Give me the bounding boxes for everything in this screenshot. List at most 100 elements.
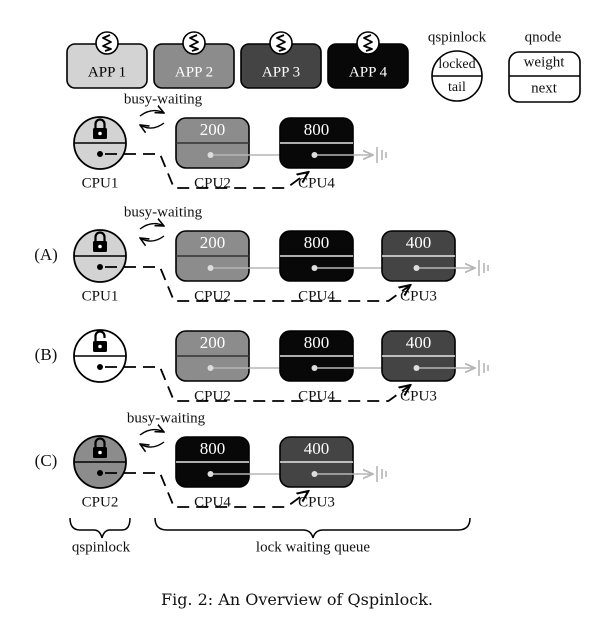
padlock-open-icon: [93, 330, 107, 352]
qnode: 200: [175, 117, 250, 169]
tail-dot: [97, 151, 103, 157]
qnode: 400: [381, 330, 456, 382]
row-marker: (B): [35, 345, 58, 364]
qnode: 400: [381, 230, 456, 282]
qnode-weight: 800: [304, 333, 330, 352]
node-cpu-label: CPU2: [194, 175, 231, 191]
node-cpu-label: CPU4: [194, 494, 231, 510]
next-dot: [207, 471, 214, 477]
queue-rows: CPU1busy-waiting200CPU2800CPU4(A)CPU1bus…: [34, 91, 489, 510]
node-cpu-label: CPU2: [194, 288, 231, 304]
lock-cpu-label: CPU2: [82, 494, 119, 510]
qspinlock-brace: [69, 517, 131, 539]
busy-waiting-label: busy-waiting: [127, 410, 206, 426]
legend-qnode-next: next: [531, 80, 558, 96]
qnode-weight: 200: [200, 233, 226, 252]
busy-arrow-right: [139, 224, 164, 230]
busy-waiting-label: busy-waiting: [124, 91, 203, 107]
busy-arrow-right: [139, 430, 164, 436]
row-marker: (C): [35, 451, 58, 470]
padlock-closed-icon: [93, 231, 107, 252]
queue-brace: [154, 517, 471, 539]
lock-cpu-label: CPU1: [82, 175, 119, 191]
node-cpu-label: CPU3: [400, 288, 437, 304]
null-pointer-icon: [478, 360, 489, 376]
next-dot: [311, 152, 318, 158]
app-label: APP 3: [262, 64, 300, 80]
spring-coil-icon: [356, 31, 380, 55]
tail-pointer: [105, 153, 309, 189]
padlock-closed-icon: [93, 118, 107, 139]
legend-app-1: APP 1: [66, 31, 148, 89]
spring-coil-icon: [269, 31, 293, 55]
qnode: 800: [279, 330, 354, 382]
qnode-weight: 200: [200, 333, 226, 352]
node-cpu-label: CPU4: [298, 175, 335, 191]
next-dot: [311, 265, 318, 271]
tail-pointer: [105, 266, 411, 302]
legend-qnode-title: qnode: [525, 29, 562, 45]
legend-app-2: APP 2: [153, 31, 235, 89]
busy-arrow-right: [139, 111, 164, 117]
legend-qspinlock-locked: locked: [438, 57, 475, 72]
null-pointer-icon: [376, 147, 387, 163]
legend-qnode-weight: weight: [524, 54, 566, 70]
qspinlock-brace-label: qspinlock: [72, 539, 131, 555]
qspinlock-circle: [73, 329, 127, 383]
tail-dot: [97, 470, 103, 476]
qnode-weight: 200: [200, 120, 226, 139]
spring-coil-icon: [95, 31, 119, 55]
legend-qspinlock-tail: tail: [448, 80, 466, 95]
qnode: 200: [175, 330, 250, 382]
qnode: 200: [175, 230, 250, 282]
qnode-weight: 400: [406, 233, 432, 252]
tail-dot: [97, 264, 103, 270]
legend-qnode-box: [508, 51, 581, 103]
busy-arrow-left: [140, 122, 165, 128]
padlock-closed-icon: [93, 437, 107, 458]
node-cpu-label: CPU3: [298, 494, 335, 510]
next-dot: [311, 471, 318, 477]
qspinlock-circle: [73, 435, 127, 489]
null-pointer-icon: [478, 260, 489, 276]
busy-arrow-left: [140, 235, 165, 241]
next-dot: [207, 365, 214, 371]
qnode: 800: [279, 230, 354, 282]
queue-brace-label: lock waiting queue: [256, 539, 370, 555]
braces: qspinlock lock waiting queue: [69, 517, 471, 555]
next-dot: [413, 265, 420, 271]
qspinlock-circle: [73, 229, 127, 283]
legend-app-4: APP 4: [327, 31, 409, 89]
qnode-weight: 800: [200, 439, 226, 458]
qnode-weight: 400: [406, 333, 432, 352]
next-dot: [207, 265, 214, 271]
null-pointer-icon: [376, 466, 387, 482]
node-cpu-label: CPU4: [298, 288, 335, 304]
lock-cpu-label: CPU1: [82, 288, 119, 304]
next-dot: [311, 365, 318, 371]
busy-waiting-label: busy-waiting: [124, 204, 203, 220]
node-cpu-label: CPU3: [400, 388, 437, 404]
tail-pointer: [105, 472, 309, 508]
app-label: APP 2: [175, 64, 213, 80]
busy-arrow-left: [140, 441, 165, 447]
qnode: 800: [175, 436, 250, 488]
qnode-weight: 800: [304, 233, 330, 252]
row-marker: (A): [34, 245, 58, 264]
app-label: APP 4: [349, 64, 388, 80]
figure-caption: Fig. 2: An Overview of Qspinlock.: [160, 590, 434, 609]
app-label: APP 1: [88, 64, 126, 80]
tail-pointer: [105, 366, 411, 402]
spring-coil-icon: [182, 31, 206, 55]
tail-dot: [97, 364, 103, 370]
qnode-weight: 400: [304, 439, 330, 458]
node-cpu-label: CPU2: [194, 388, 231, 404]
qnode-weight: 800: [304, 120, 330, 139]
legend-app-3: APP 3: [240, 31, 322, 89]
